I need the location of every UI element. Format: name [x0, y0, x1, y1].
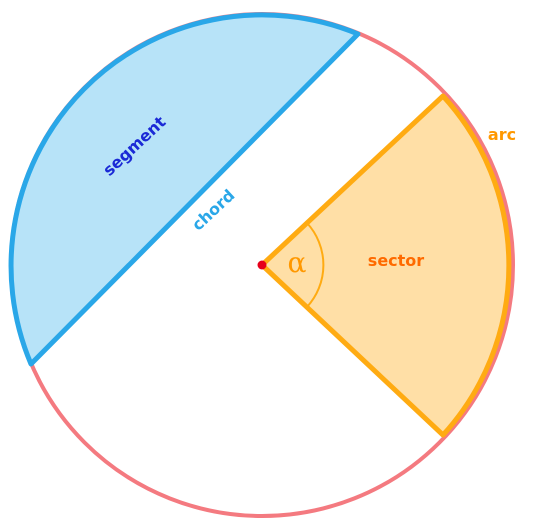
angle-label: α: [288, 246, 307, 279]
segment-region: [8, 12, 361, 367]
center-point: [257, 260, 267, 270]
angle-arc: [306, 222, 325, 308]
arc-label: arc: [488, 125, 516, 144]
sector-label: sector: [368, 251, 425, 270]
sector-region: [259, 93, 512, 438]
